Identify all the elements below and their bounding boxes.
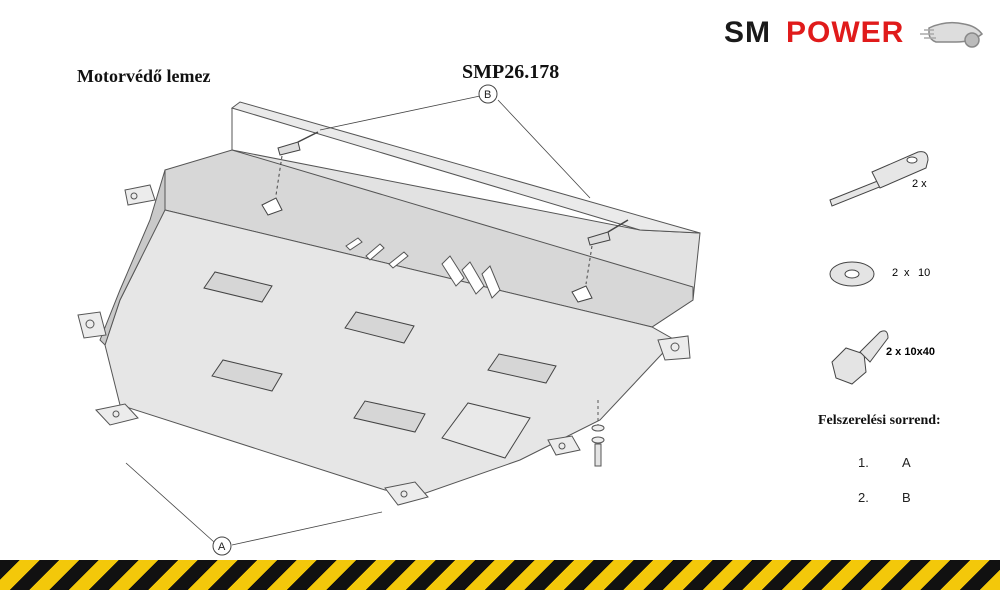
bracket-qty-label: 2 x	[912, 178, 927, 190]
logo-power-text: POWER	[786, 16, 904, 49]
recess-windows	[203, 271, 557, 433]
washer-icon	[829, 261, 875, 287]
product-code: SMP26.178	[462, 61, 560, 83]
vent-slots	[345, 237, 501, 299]
order-step-2-letter: B	[902, 490, 911, 505]
callout-bubbles	[212, 84, 498, 556]
order-step-1-number: 1.	[858, 455, 869, 470]
logo-graphic: SM POWER	[724, 16, 984, 49]
install-order-heading: Felszerelési sorrend:	[818, 413, 941, 428]
side-bolt	[591, 400, 605, 467]
callout-a-label: A	[218, 541, 226, 553]
skid-plate-diagram: B A 2 x 2 x 10 2 x 10x40	[77, 84, 935, 556]
bolt-icon	[831, 330, 889, 385]
side-wall	[99, 169, 166, 346]
bolt-size-label: 2 x 10x40	[886, 346, 935, 358]
callout-lines	[125, 95, 591, 546]
hazard-stripe	[0, 560, 1000, 590]
top-panel	[230, 101, 701, 234]
washer-size: 10	[918, 267, 930, 279]
clip-fasteners	[261, 131, 629, 303]
mount-tabs	[77, 184, 691, 506]
access-hatch	[441, 402, 531, 459]
washer-qty: 2	[892, 267, 898, 279]
order-step-1-letter: A	[902, 455, 911, 470]
order-step-2-number: 2.	[858, 490, 869, 505]
callout-b-label: B	[484, 89, 491, 101]
page-title: Motorvédő lemez	[77, 66, 211, 86]
washer-x: x	[904, 267, 910, 279]
smpower-logo: SM POWER	[724, 12, 994, 52]
motorcycle-icon	[920, 21, 984, 48]
logo-sm-text: SM	[724, 16, 771, 49]
bracket-plate-icon	[829, 151, 929, 207]
